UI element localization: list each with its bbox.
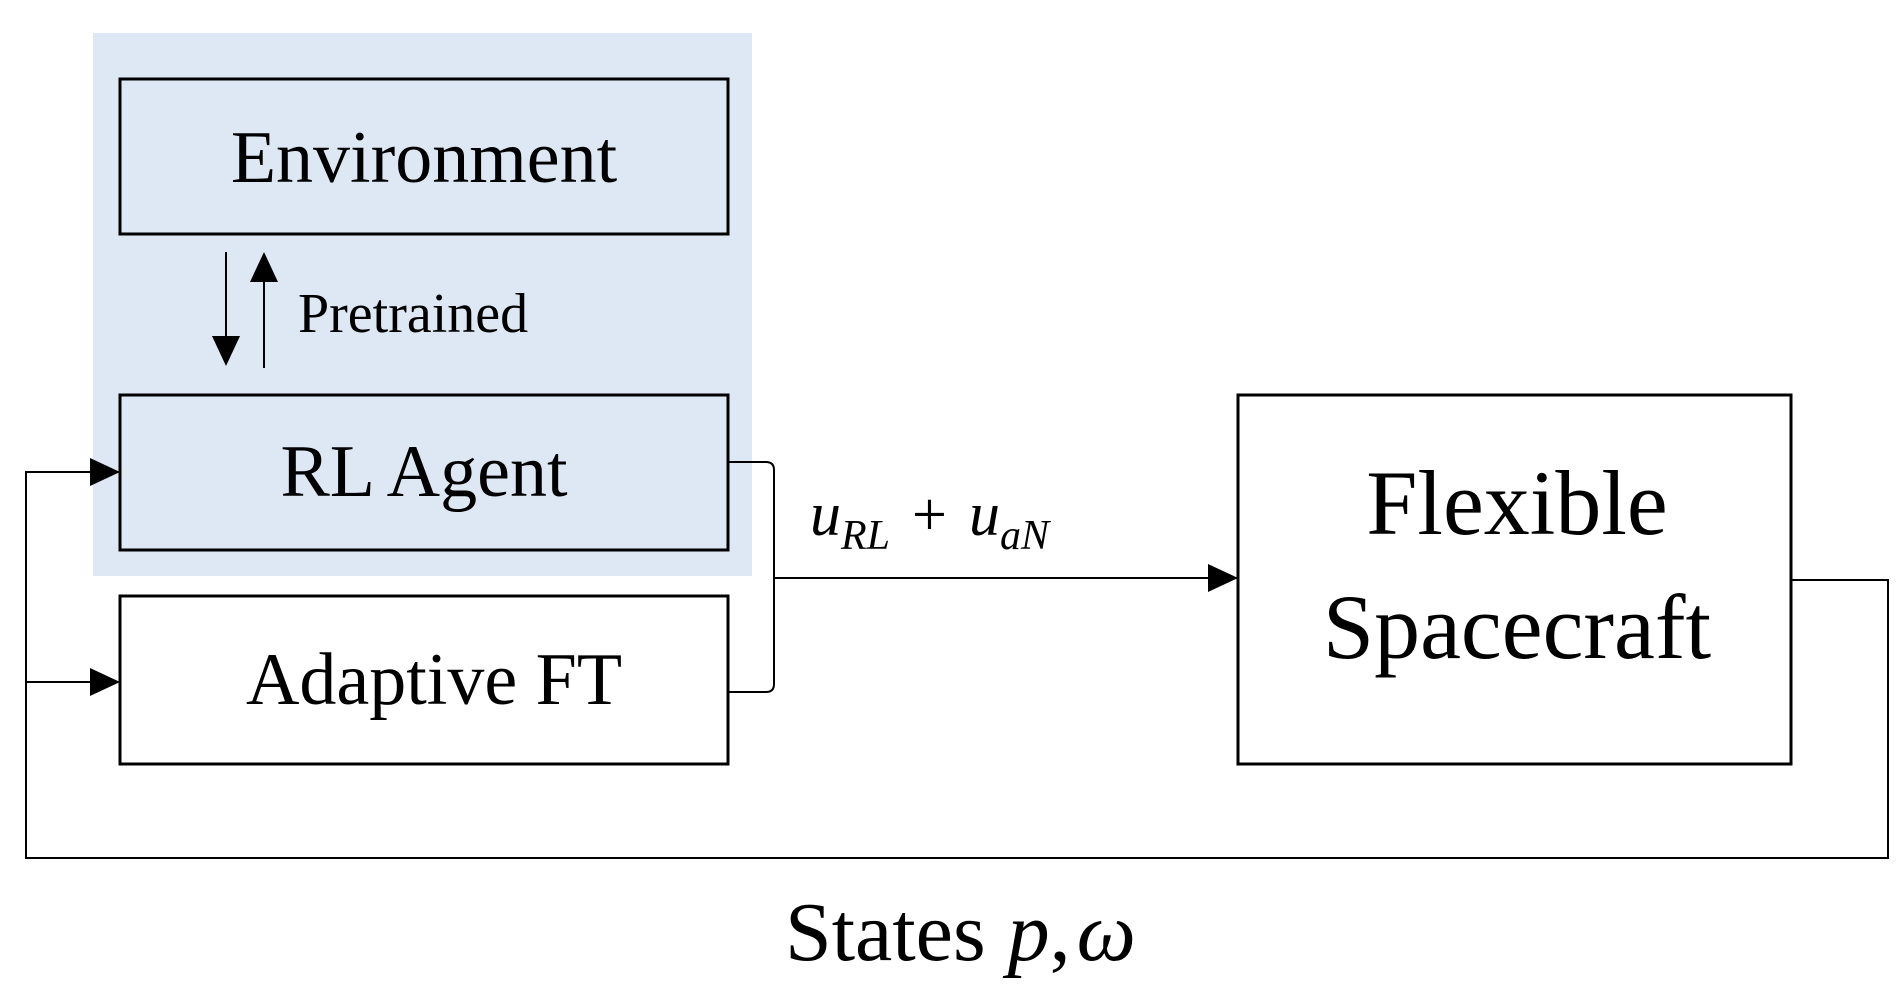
spacecraft-box [1236,393,1793,766]
u-an-symbol: u [969,481,1000,549]
spacecraft-label-line2: Spacecraft [1323,576,1712,678]
control-arrow-head [1208,564,1238,592]
plus-sign: + [912,481,947,549]
spacecraft-block: Flexible Spacecraft [1236,393,1793,766]
arrow-up-head [250,252,278,282]
pretrained-link: Pretrained [212,252,528,368]
control-signal-label: uRL+uaN [810,481,1051,559]
rl-agent-label: RL Agent [280,431,568,513]
arrow-down-head [212,336,240,366]
environment-block: Environment [118,77,730,236]
state-comma: , [1050,886,1071,979]
adaptive-ft-label: Adaptive FT [246,639,622,721]
environment-label: Environment [231,117,618,199]
adaptive-ft-box [118,594,730,766]
u-an-subscript: aN [1000,513,1051,559]
rl-agent-box [118,393,730,552]
feedback-arrow-adaptive-head [90,668,120,696]
environment-box [118,77,730,236]
state-omega: ω [1077,886,1136,979]
feedback-arrow-rl-head [90,458,120,486]
spacecraft-label-line1: Flexible [1366,452,1668,554]
states-word: States [785,886,986,979]
u-rl-subscript: RL [840,513,890,559]
state-p: p [1003,886,1050,979]
feedback-loop-line [25,471,1889,859]
adaptive-ft-block: Adaptive FT [118,594,730,766]
u-rl-symbol: u [810,481,841,549]
rl-agent-block: RL Agent [118,393,730,552]
pretrained-label: Pretrained [298,283,528,345]
